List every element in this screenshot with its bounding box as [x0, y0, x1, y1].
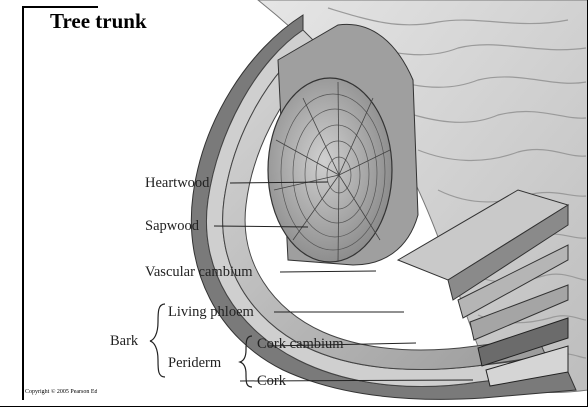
- label-heartwood: Heartwood: [145, 176, 209, 191]
- label-vascular-cambium: Vascular cambium: [145, 265, 253, 280]
- label-periderm: Periderm: [168, 356, 221, 371]
- label-cork-cambium: Cork cambium: [257, 337, 344, 352]
- heartwood-cylinder: [268, 24, 418, 265]
- title-rule: [22, 6, 98, 8]
- label-sapwood: Sapwood: [145, 219, 199, 234]
- copyright-notice: Copyright © 2005 Pearson Education, Inc.…: [25, 389, 97, 395]
- label-living-phloem: Living phloem: [168, 305, 254, 320]
- tree-trunk-diagram: Heartwood Sapwood Vascular cambium Bark …: [98, 0, 588, 402]
- label-cork: Cork: [257, 374, 286, 389]
- label-bark: Bark: [110, 334, 138, 349]
- left-rule: [22, 8, 24, 400]
- slide-title: Tree trunk: [50, 9, 147, 34]
